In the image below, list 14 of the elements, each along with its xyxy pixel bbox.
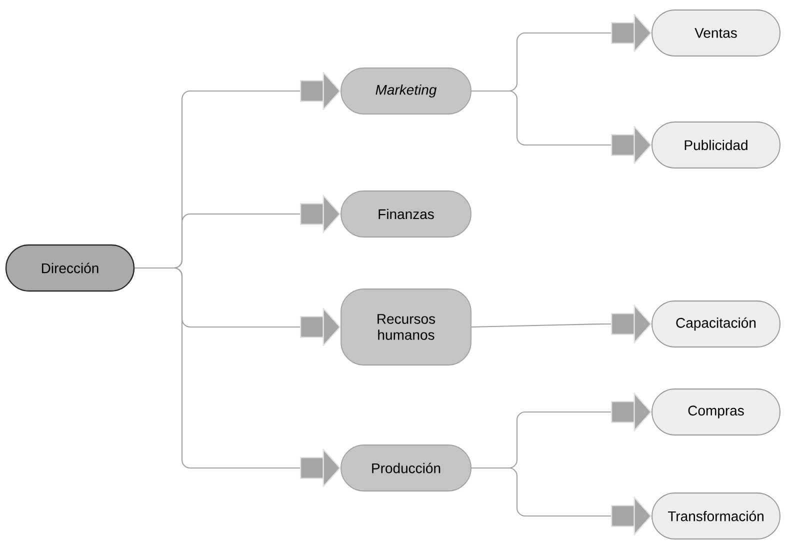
department-box: Producción bbox=[340, 444, 472, 492]
arrow bbox=[471, 467, 652, 536]
subdepartment-box: Compras bbox=[652, 388, 780, 436]
subdepartment-box: Ventas bbox=[652, 10, 780, 56]
arrow bbox=[471, 90, 652, 164]
department-box: Finanzas bbox=[340, 190, 472, 238]
subdepartment-box: Transformación bbox=[652, 492, 780, 540]
department-box: Recursos humanos bbox=[340, 288, 472, 366]
arrow bbox=[134, 267, 341, 488]
subdepartment-box: Publicidad bbox=[652, 122, 780, 168]
department-box: Marketing bbox=[340, 68, 472, 114]
root-box: Dirección bbox=[5, 244, 135, 292]
arrow bbox=[471, 304, 652, 344]
subdepartment-box: Capacitación bbox=[652, 300, 780, 348]
